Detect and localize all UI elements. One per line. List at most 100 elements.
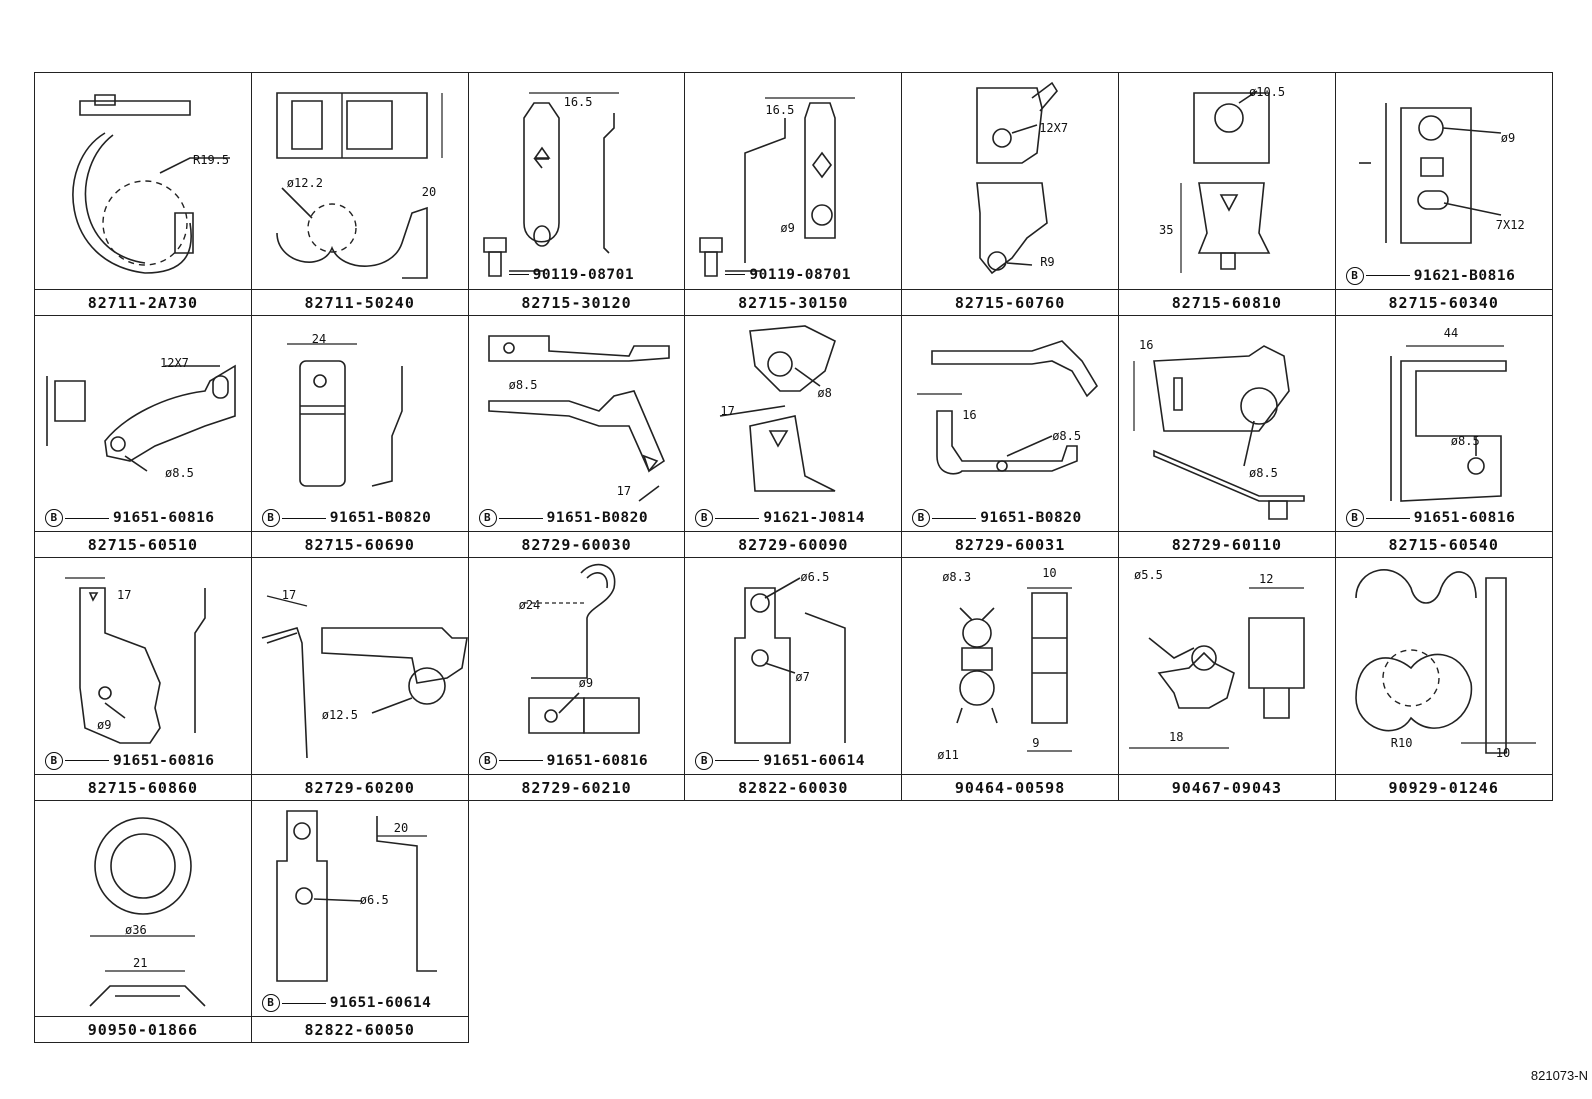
part-drawing bbox=[1336, 558, 1552, 771]
b-marker-icon: B bbox=[912, 509, 931, 527]
sub-part-text: 91651-60614 bbox=[763, 752, 865, 769]
part-drawing bbox=[35, 316, 251, 529]
figure-code: 821073-N bbox=[1530, 1068, 1588, 1083]
dimension-label: R9 bbox=[1040, 255, 1055, 269]
dimension-label: ø7 bbox=[795, 670, 810, 684]
dimension-label: R19.5 bbox=[193, 153, 230, 167]
dimension-label: 35 bbox=[1159, 223, 1174, 237]
dimension-label: ø12.5 bbox=[321, 708, 358, 722]
sub-part-number: 90119-08701 bbox=[725, 267, 895, 285]
b-marker-icon: B bbox=[261, 994, 280, 1012]
sub-part-text: 91651-60816 bbox=[113, 752, 215, 769]
sub-part-text: 91651-60816 bbox=[1413, 510, 1516, 526]
b-marker-icon: B bbox=[1345, 509, 1364, 527]
dimension-label: ø5.5 bbox=[1134, 568, 1163, 582]
leader-line bbox=[498, 517, 543, 519]
dimension-label: ø9 bbox=[97, 718, 112, 732]
dimension-label: 16 bbox=[962, 407, 977, 422]
part-drawing bbox=[252, 558, 468, 771]
sub-part-number: B 91651-B0820 bbox=[261, 509, 462, 527]
part-drawing bbox=[1119, 316, 1335, 529]
part-number: 82715-60810 bbox=[1119, 288, 1335, 315]
sub-part-text: 91651-60816 bbox=[546, 752, 649, 769]
b-marker-icon: B bbox=[45, 509, 63, 527]
part-number: 82715-60540 bbox=[1335, 531, 1552, 557]
dimension-label: ø9 bbox=[1500, 131, 1516, 145]
dimension-label: ø8.3 bbox=[942, 570, 972, 584]
dimension-label: ø8.5 bbox=[165, 465, 194, 480]
part-drawing bbox=[685, 73, 901, 286]
dimension-label: 44 bbox=[1443, 325, 1459, 340]
b-marker-icon: B bbox=[45, 751, 63, 770]
part-number: 82715-30120 bbox=[468, 288, 685, 315]
dimension-label: 9 bbox=[1032, 736, 1040, 750]
leader-line bbox=[508, 274, 529, 275]
dimension-label: 10 bbox=[1495, 746, 1511, 760]
part-number: 82729-60110 bbox=[1119, 531, 1335, 557]
part-number: 82715-60760 bbox=[902, 288, 1118, 315]
sub-part-number: B 91651-60816 bbox=[45, 509, 245, 527]
part-number: 82715-60690 bbox=[251, 531, 468, 557]
leader-line bbox=[1365, 517, 1410, 519]
part-number: 82711-2A730 bbox=[35, 288, 251, 315]
part-drawing bbox=[1119, 558, 1335, 771]
leader-line bbox=[498, 760, 543, 761]
part-number: 82822-60030 bbox=[685, 773, 902, 800]
dimension-label: 24 bbox=[311, 331, 327, 346]
part-number: 90929-01246 bbox=[1335, 773, 1552, 800]
dimension-label: ø10.5 bbox=[1249, 85, 1286, 99]
part-drawing bbox=[252, 801, 468, 1014]
b-marker-icon: B bbox=[478, 509, 497, 527]
part-drawing bbox=[252, 73, 468, 286]
dimension-label: ø36 bbox=[125, 922, 147, 937]
dimension-label: 16.5 bbox=[563, 95, 593, 109]
part-drawing bbox=[1119, 73, 1335, 286]
dimension-label: 7X12 bbox=[1495, 218, 1525, 232]
dimension-label: ø8.5 bbox=[1450, 433, 1480, 448]
part-drawing bbox=[1336, 73, 1552, 286]
dimension-label: ø6.5 bbox=[359, 892, 389, 907]
sub-part-text: 91651-B0820 bbox=[329, 510, 432, 526]
part-drawing bbox=[902, 558, 1118, 771]
part-number: 90950-01866 bbox=[35, 1016, 251, 1042]
b-marker-icon: B bbox=[478, 751, 497, 770]
part-number: 82822-60050 bbox=[251, 1016, 468, 1042]
b-marker-icon: B bbox=[695, 509, 714, 527]
dimension-label: 17 bbox=[720, 403, 735, 418]
b-marker-icon: B bbox=[695, 751, 714, 770]
leader-line bbox=[65, 517, 109, 519]
leader-line bbox=[932, 517, 977, 519]
dimension-label: 21 bbox=[133, 955, 148, 970]
dimension-label: ø9 bbox=[780, 221, 795, 235]
sub-part-number: B 91651-60614 bbox=[695, 751, 895, 770]
dimension-label: 18 bbox=[1169, 730, 1184, 744]
dimension-label: ø8.5 bbox=[508, 377, 538, 392]
part-number: 90464-00598 bbox=[902, 773, 1118, 800]
dimension-label: ø8.5 bbox=[1052, 428, 1082, 443]
dimension-label: 17 bbox=[117, 588, 132, 602]
dimension-label: ø6.5 bbox=[800, 570, 830, 584]
leader-line bbox=[715, 760, 760, 761]
part-number: 82711-50240 bbox=[251, 288, 468, 315]
b-marker-icon: B bbox=[261, 509, 280, 527]
part-number: 82715-30150 bbox=[685, 288, 902, 315]
sub-part-text: 91651-60816 bbox=[113, 510, 215, 526]
part-drawing bbox=[685, 316, 901, 529]
leader-line bbox=[65, 760, 109, 761]
dimension-label: 20 bbox=[421, 185, 437, 199]
part-number: 82729-60090 bbox=[685, 531, 902, 557]
dimension-label: 12X7 bbox=[160, 355, 189, 370]
part-number: 82729-60200 bbox=[251, 773, 468, 800]
